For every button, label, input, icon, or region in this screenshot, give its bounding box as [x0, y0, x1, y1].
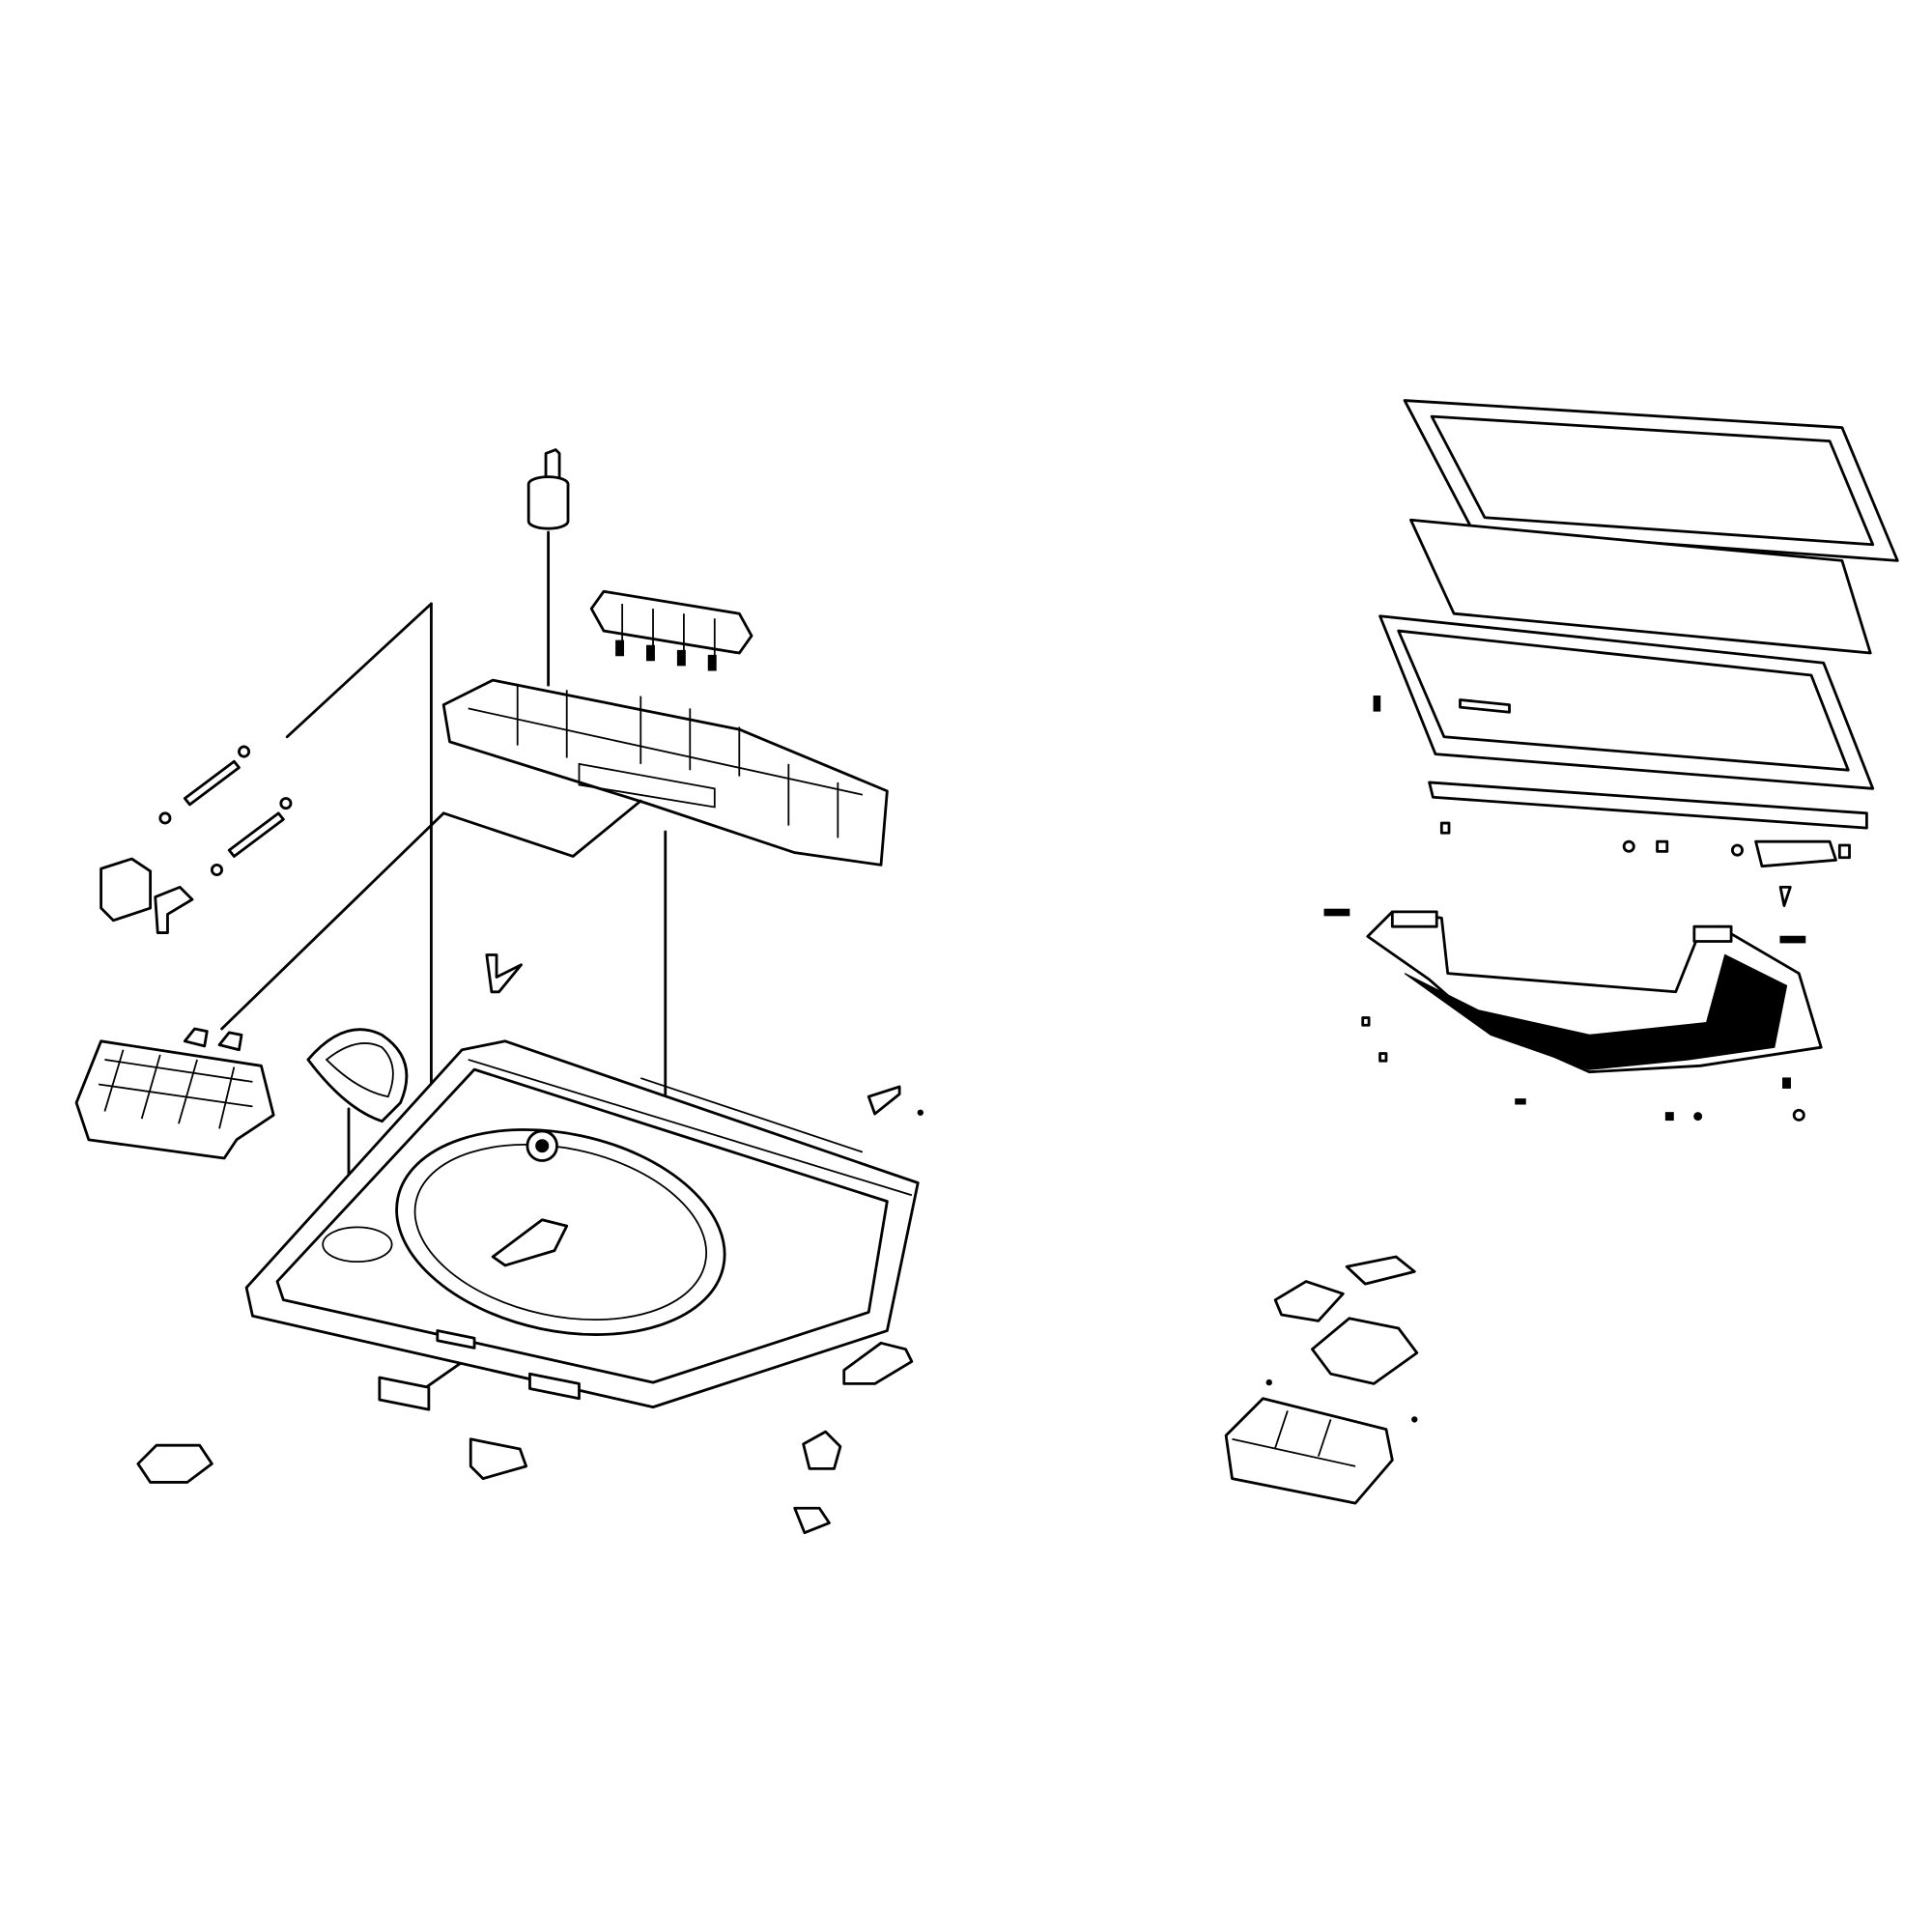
lid-strip	[1428, 781, 1868, 830]
handle-loop	[306, 1028, 409, 1123]
dispenser-parts	[1224, 1255, 1419, 1505]
lid-glass	[1409, 518, 1872, 655]
knob	[526, 448, 570, 530]
lower-lid-frame	[1378, 614, 1875, 790]
lid-frame	[1403, 399, 1899, 562]
lid-small-parts	[1373, 696, 1851, 907]
control-panel	[441, 678, 889, 867]
right-assembly	[1224, 399, 1899, 1505]
small-parts-bottom	[136, 1341, 914, 1535]
detergent-box	[74, 1027, 275, 1160]
top-frame	[244, 1039, 920, 1409]
switch-block	[589, 589, 753, 671]
small-parts-left	[99, 745, 923, 1116]
hinge-cover	[1323, 908, 1823, 1122]
left-assembly	[74, 448, 923, 1535]
